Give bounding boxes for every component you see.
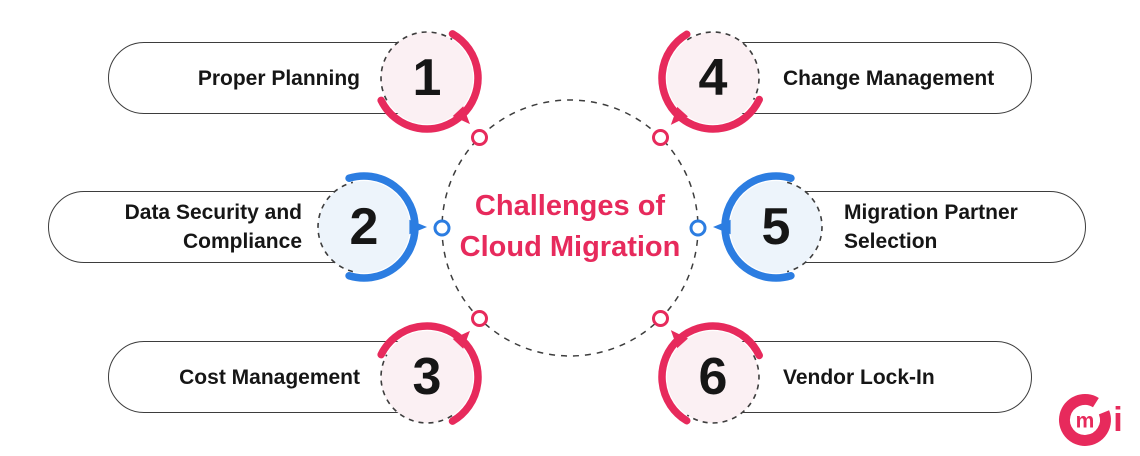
diagram-title-line2: Cloud Migration	[459, 231, 681, 263]
connector-node-bottom-right	[652, 310, 669, 327]
badge-3-graphic	[377, 322, 482, 425]
badge-dashed-border	[317, 181, 354, 273]
badge-fill-circle	[381, 32, 473, 124]
badge-fill-circle	[381, 331, 473, 423]
item-4-badge: 4	[657, 22, 769, 134]
badge-dashed-border	[686, 355, 760, 424]
badge-dashed-border	[686, 31, 760, 100]
item-2-label-line2: Compliance	[182, 230, 302, 253]
item-3-number: 3	[412, 348, 442, 406]
item-6-number: 6	[698, 348, 728, 406]
logo-i-letter: i	[1113, 401, 1122, 439]
item-4-label: Change Management	[783, 66, 995, 90]
badge-fill-circle	[730, 181, 822, 273]
badge-fill-circle	[667, 32, 759, 124]
badge-6-graphic	[658, 322, 763, 425]
connector-node-right	[689, 219, 707, 237]
item-3-label: Cost Management	[179, 365, 360, 389]
item-1-label: Proper Planning	[197, 66, 360, 90]
item-6-badge: 6	[657, 321, 769, 433]
badge-pointer-icon	[670, 330, 688, 349]
item-1-number: 1	[412, 49, 442, 107]
connector-node-bottom-left	[471, 310, 488, 327]
badge-pointer-icon	[452, 330, 470, 349]
badge-dashed-border	[786, 181, 823, 273]
item-2-number: 2	[349, 198, 379, 256]
connector-node-top-right	[652, 129, 669, 146]
item-4-number: 4	[698, 49, 728, 107]
item-1-badge: 1	[371, 22, 483, 134]
item-5-badge: 5	[713, 171, 832, 283]
item-2-badge: 2	[308, 171, 427, 283]
item-5-label: Migration Partner	[844, 201, 1018, 224]
badge-pointer-icon	[452, 106, 470, 125]
badge-pointer-icon	[670, 106, 688, 125]
badge-pointer-icon	[409, 219, 427, 235]
logo-m-letter: m	[1076, 410, 1095, 433]
item-3-badge: 3	[371, 321, 483, 433]
badge-pointer-icon	[713, 219, 731, 235]
badge-fill-circle	[667, 331, 759, 423]
item-6-label: Vendor Lock-In	[783, 365, 935, 389]
badge-1-graphic	[377, 30, 482, 133]
brand-logo: m i	[1059, 393, 1123, 446]
connector-node-left	[433, 219, 451, 237]
badge-fill-circle	[318, 181, 410, 273]
item-2-label: Data Security and	[124, 201, 302, 224]
badge-dashed-border	[380, 354, 453, 424]
badge-2-graphic	[317, 172, 427, 282]
diagram-title-line1: Challenges of	[474, 190, 666, 222]
badge-4-graphic	[658, 30, 763, 133]
badge-5-graphic	[713, 172, 823, 282]
item-5-label-line2: Selection	[844, 230, 938, 253]
connector-node-top-left	[471, 129, 488, 146]
diagram-title: Challenges of Cloud Migration	[420, 186, 720, 268]
item-5-number: 5	[761, 198, 791, 256]
logo-ring-icon	[1059, 393, 1111, 446]
badge-dashed-border	[380, 31, 453, 101]
